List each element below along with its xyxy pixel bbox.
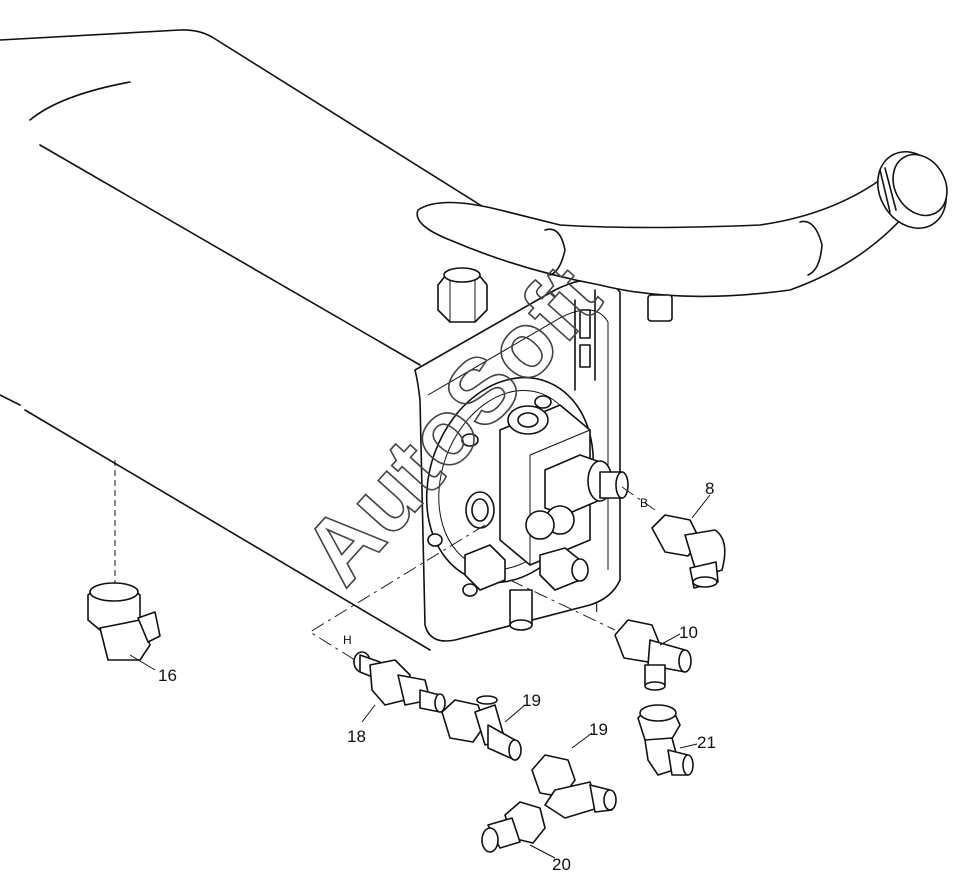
part-18-union: [353, 651, 446, 713]
callout-19-lower: 19: [589, 720, 608, 739]
callout-18: 18: [347, 727, 366, 746]
connection-lines: [309, 486, 656, 661]
letter-h: H: [343, 633, 352, 647]
part-8-elbow: [651, 514, 726, 589]
leader-lines: [129, 494, 711, 859]
hose: [416, 151, 948, 322]
callout-numbers: 8 10 16 18 19 19 20 21: [158, 479, 716, 874]
callout-10: 10: [679, 623, 698, 642]
callout-21: 21: [697, 733, 716, 752]
valve-block: [425, 376, 629, 631]
part-21-elbow: [637, 704, 694, 776]
part-20-adaptor: [481, 801, 546, 853]
callout-8: 8: [705, 479, 714, 498]
part-10-tee: [614, 619, 692, 691]
letter-b: B: [640, 496, 648, 510]
part-19-tee-lower: [531, 754, 617, 819]
connection-letters: B I H: [343, 496, 648, 647]
tank-body: [0, 29, 561, 651]
part-19-tee-upper: [441, 695, 522, 761]
letter-i: I: [595, 601, 598, 615]
callout-20: 20: [552, 855, 571, 874]
callout-19-upper: 19: [522, 691, 541, 710]
cap-nut-top: [437, 267, 488, 323]
callout-16: 16: [158, 666, 177, 685]
part-16-elbow: [87, 582, 161, 661]
